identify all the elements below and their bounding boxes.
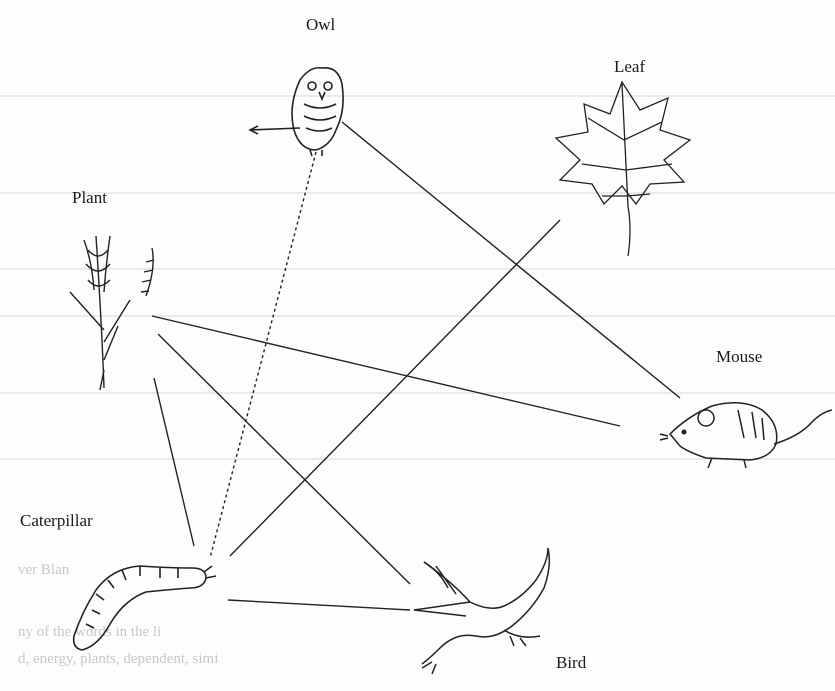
- connector-owl-mouse: [342, 122, 680, 398]
- connector-owl-caterpillar: [210, 152, 316, 558]
- bird-icon: [414, 548, 549, 674]
- caterpillar-icon: [74, 566, 216, 650]
- node-label-mouse: Mouse: [716, 347, 762, 366]
- node-label-caterpillar: Caterpillar: [20, 511, 93, 530]
- maple-leaf-icon: [556, 82, 690, 256]
- connector-plant-bird: [158, 334, 410, 584]
- node-label-plant: Plant: [72, 188, 107, 207]
- owl-icon: [250, 68, 343, 156]
- connector-leaf-caterpillar: [230, 220, 560, 556]
- node-label-bird: Bird: [556, 653, 587, 672]
- mouse-icon: [660, 403, 832, 468]
- connector-plant-caterpillar: [154, 378, 194, 546]
- wheat-plant-icon: [70, 236, 154, 390]
- connector-caterpillar-bird: [228, 600, 410, 610]
- connector-plant-mouse: [152, 316, 620, 426]
- node-label-leaf: Leaf: [614, 57, 645, 76]
- node-label-owl: Owl: [306, 15, 336, 34]
